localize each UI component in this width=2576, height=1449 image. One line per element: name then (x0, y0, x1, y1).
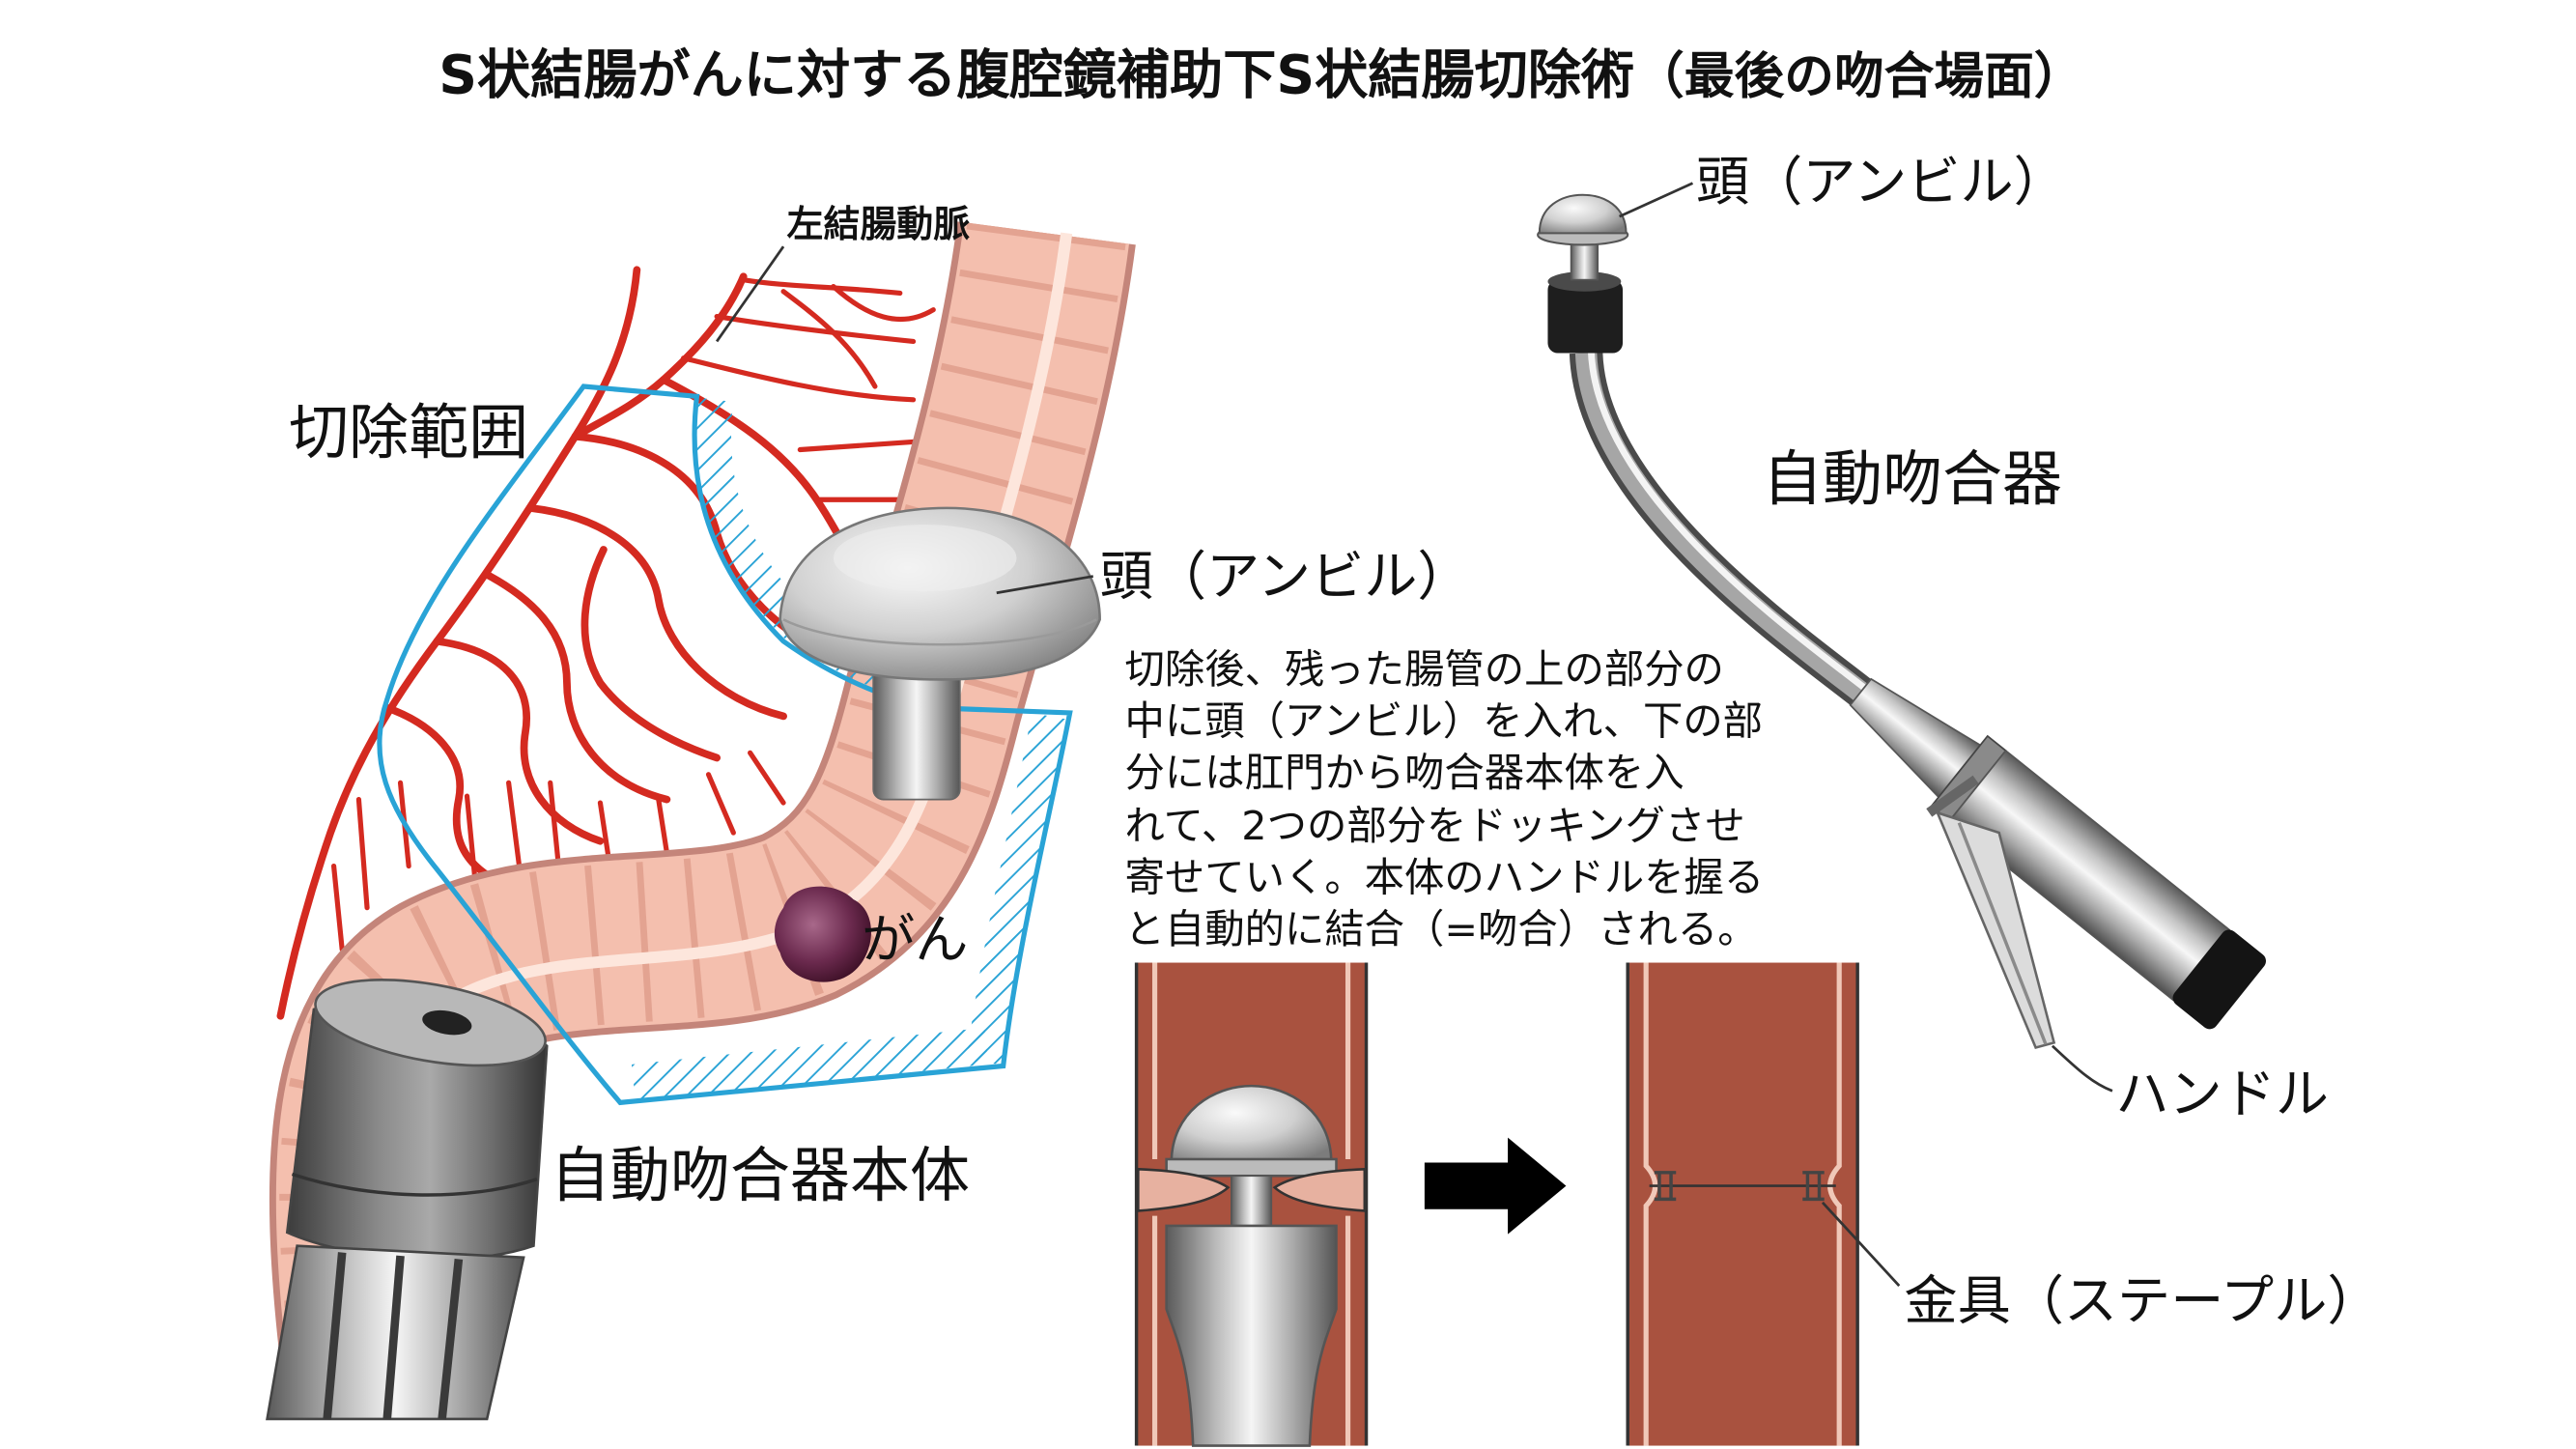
stapler-shaft-shine (1574, 352, 1873, 705)
anvil-dome-section (1170, 1084, 1333, 1164)
stapler-head-section (1165, 1224, 1338, 1447)
artery-branch (797, 439, 923, 453)
surgical-field-illustration: 左結腸動脈 切除範囲 頭（アンビル） がん 自動吻合器本体 (266, 203, 1471, 1421)
anvil-head (778, 506, 1101, 801)
device-anvil-label-leader (1619, 182, 1694, 218)
vasa-recta (705, 772, 736, 836)
artery-label: 左結腸動脈 (787, 203, 971, 245)
cross-section-before (1134, 962, 1369, 1447)
device-anvil-label: 頭（アンビル） (1696, 152, 2067, 213)
stapler-black-sleeve (1547, 279, 1624, 354)
arrow-right-icon (1424, 1137, 1567, 1235)
bowel-fold-right (1272, 1168, 1367, 1212)
title-sub: （最後の吻合場面） (1634, 48, 2083, 106)
page-title: S状結腸がんに対する腹腔鏡補助下S状結腸切除術（最後の吻合場面） (439, 45, 2083, 107)
anvil-label-leader (996, 575, 1094, 595)
staple-left (1654, 1171, 1677, 1202)
stapler-handle-edge (1957, 822, 2048, 1045)
anvil-rim (782, 618, 1097, 646)
artery-label-leader (715, 245, 785, 343)
bowel-outer-wall (1134, 962, 1369, 1446)
anvil-dome-highlight (833, 525, 1017, 592)
vasa-recta (506, 780, 524, 877)
cancer-label: がん (862, 909, 968, 971)
title-main: S状結腸がんに対する腹腔鏡補助下S状結腸切除術 (439, 45, 1634, 107)
handle-label: ハンドル (2115, 1065, 2329, 1126)
staple-label: 金具（ステープル） (1904, 1271, 2380, 1333)
artery-branch (831, 283, 936, 323)
artery-branch (714, 313, 917, 345)
bowel-fold-left (1137, 1168, 1231, 1212)
stapler-main-body (1849, 677, 2266, 1030)
anvil-neck (1570, 239, 1599, 281)
resection-hatch (966, 712, 1068, 1065)
vasa-recta (464, 793, 478, 886)
stapler-body-in-field (266, 979, 549, 1421)
anvil-rim-section (1165, 1157, 1338, 1178)
artery-branch (741, 277, 903, 297)
stapler-cap-hole (422, 1009, 472, 1036)
stapler-rod-grooves (323, 1252, 464, 1420)
anvil-shaft (872, 665, 961, 801)
explanation-line: れて、2つの部分をドッキングさせ (1125, 803, 1745, 849)
explanation-line: 分には肛門から吻合器本体を入 (1125, 750, 1684, 796)
explanation-line: 寄せていく。本体のハンドルを握る (1125, 854, 1765, 900)
anvil-label: 頭（アンビル） (1100, 547, 1471, 609)
artery-branch (780, 289, 878, 389)
vasa-recta (548, 780, 561, 869)
explanation-line: 切除後、残った腸管の上の部分の (1125, 646, 1724, 693)
explanation-line: 中に頭（アンビル）を入れ、下の部 (1125, 697, 1764, 744)
stapler-sleeve-top (1547, 271, 1622, 292)
bowel-inner-wall (1151, 962, 1351, 1446)
resection-outline (377, 384, 1073, 1106)
stapler-shaft (1569, 352, 1877, 710)
explanation-text: 切除後、残った腸管の上の部分の 中に頭（アンビル）を入れ、下の部 分には肛門から… (1125, 646, 1765, 952)
handle-label-leader (2051, 1044, 2113, 1093)
artery-arcade (433, 637, 605, 845)
vasa-recta (355, 796, 370, 911)
staple-right (1802, 1171, 1825, 1202)
stapler-grip-line (291, 1172, 538, 1197)
artery-arcade (483, 570, 671, 804)
staple-label-leader (1821, 1201, 1901, 1287)
circular-stapler-device: 頭（アンビル） 自動吻合器 ハンドル (1537, 152, 2329, 1126)
stapler-end-cap (2172, 929, 2266, 1030)
cross-section-after: 金具（ステープル） (1626, 962, 2381, 1446)
bowel-outer-wall (1626, 962, 1859, 1446)
resection-hatch (631, 1027, 989, 1101)
vasa-recta (656, 796, 669, 856)
vasa-recta (597, 800, 611, 861)
artery-arcade (526, 503, 787, 721)
vasa-recta (330, 863, 345, 952)
anvil-dome-device (1538, 193, 1628, 235)
anvil-shaft-section (1231, 1175, 1273, 1227)
device-label: 自動吻合器 (1763, 443, 2062, 514)
bowel-lumen (1628, 962, 1858, 1446)
stapler-shaft-highlight (1587, 349, 1874, 696)
vasa-recta (748, 750, 786, 806)
stapler-body-label: 自動吻合器本体 (551, 1140, 970, 1210)
explanation-line: と自動的に結合（=吻合）される。 (1125, 906, 1758, 952)
cancer-tumor (774, 886, 871, 982)
artery-arcade (580, 546, 721, 762)
resection-label: 切除範囲 (289, 397, 528, 468)
artery-branch (681, 355, 917, 403)
stapler-handle-bracket (1926, 775, 1979, 817)
